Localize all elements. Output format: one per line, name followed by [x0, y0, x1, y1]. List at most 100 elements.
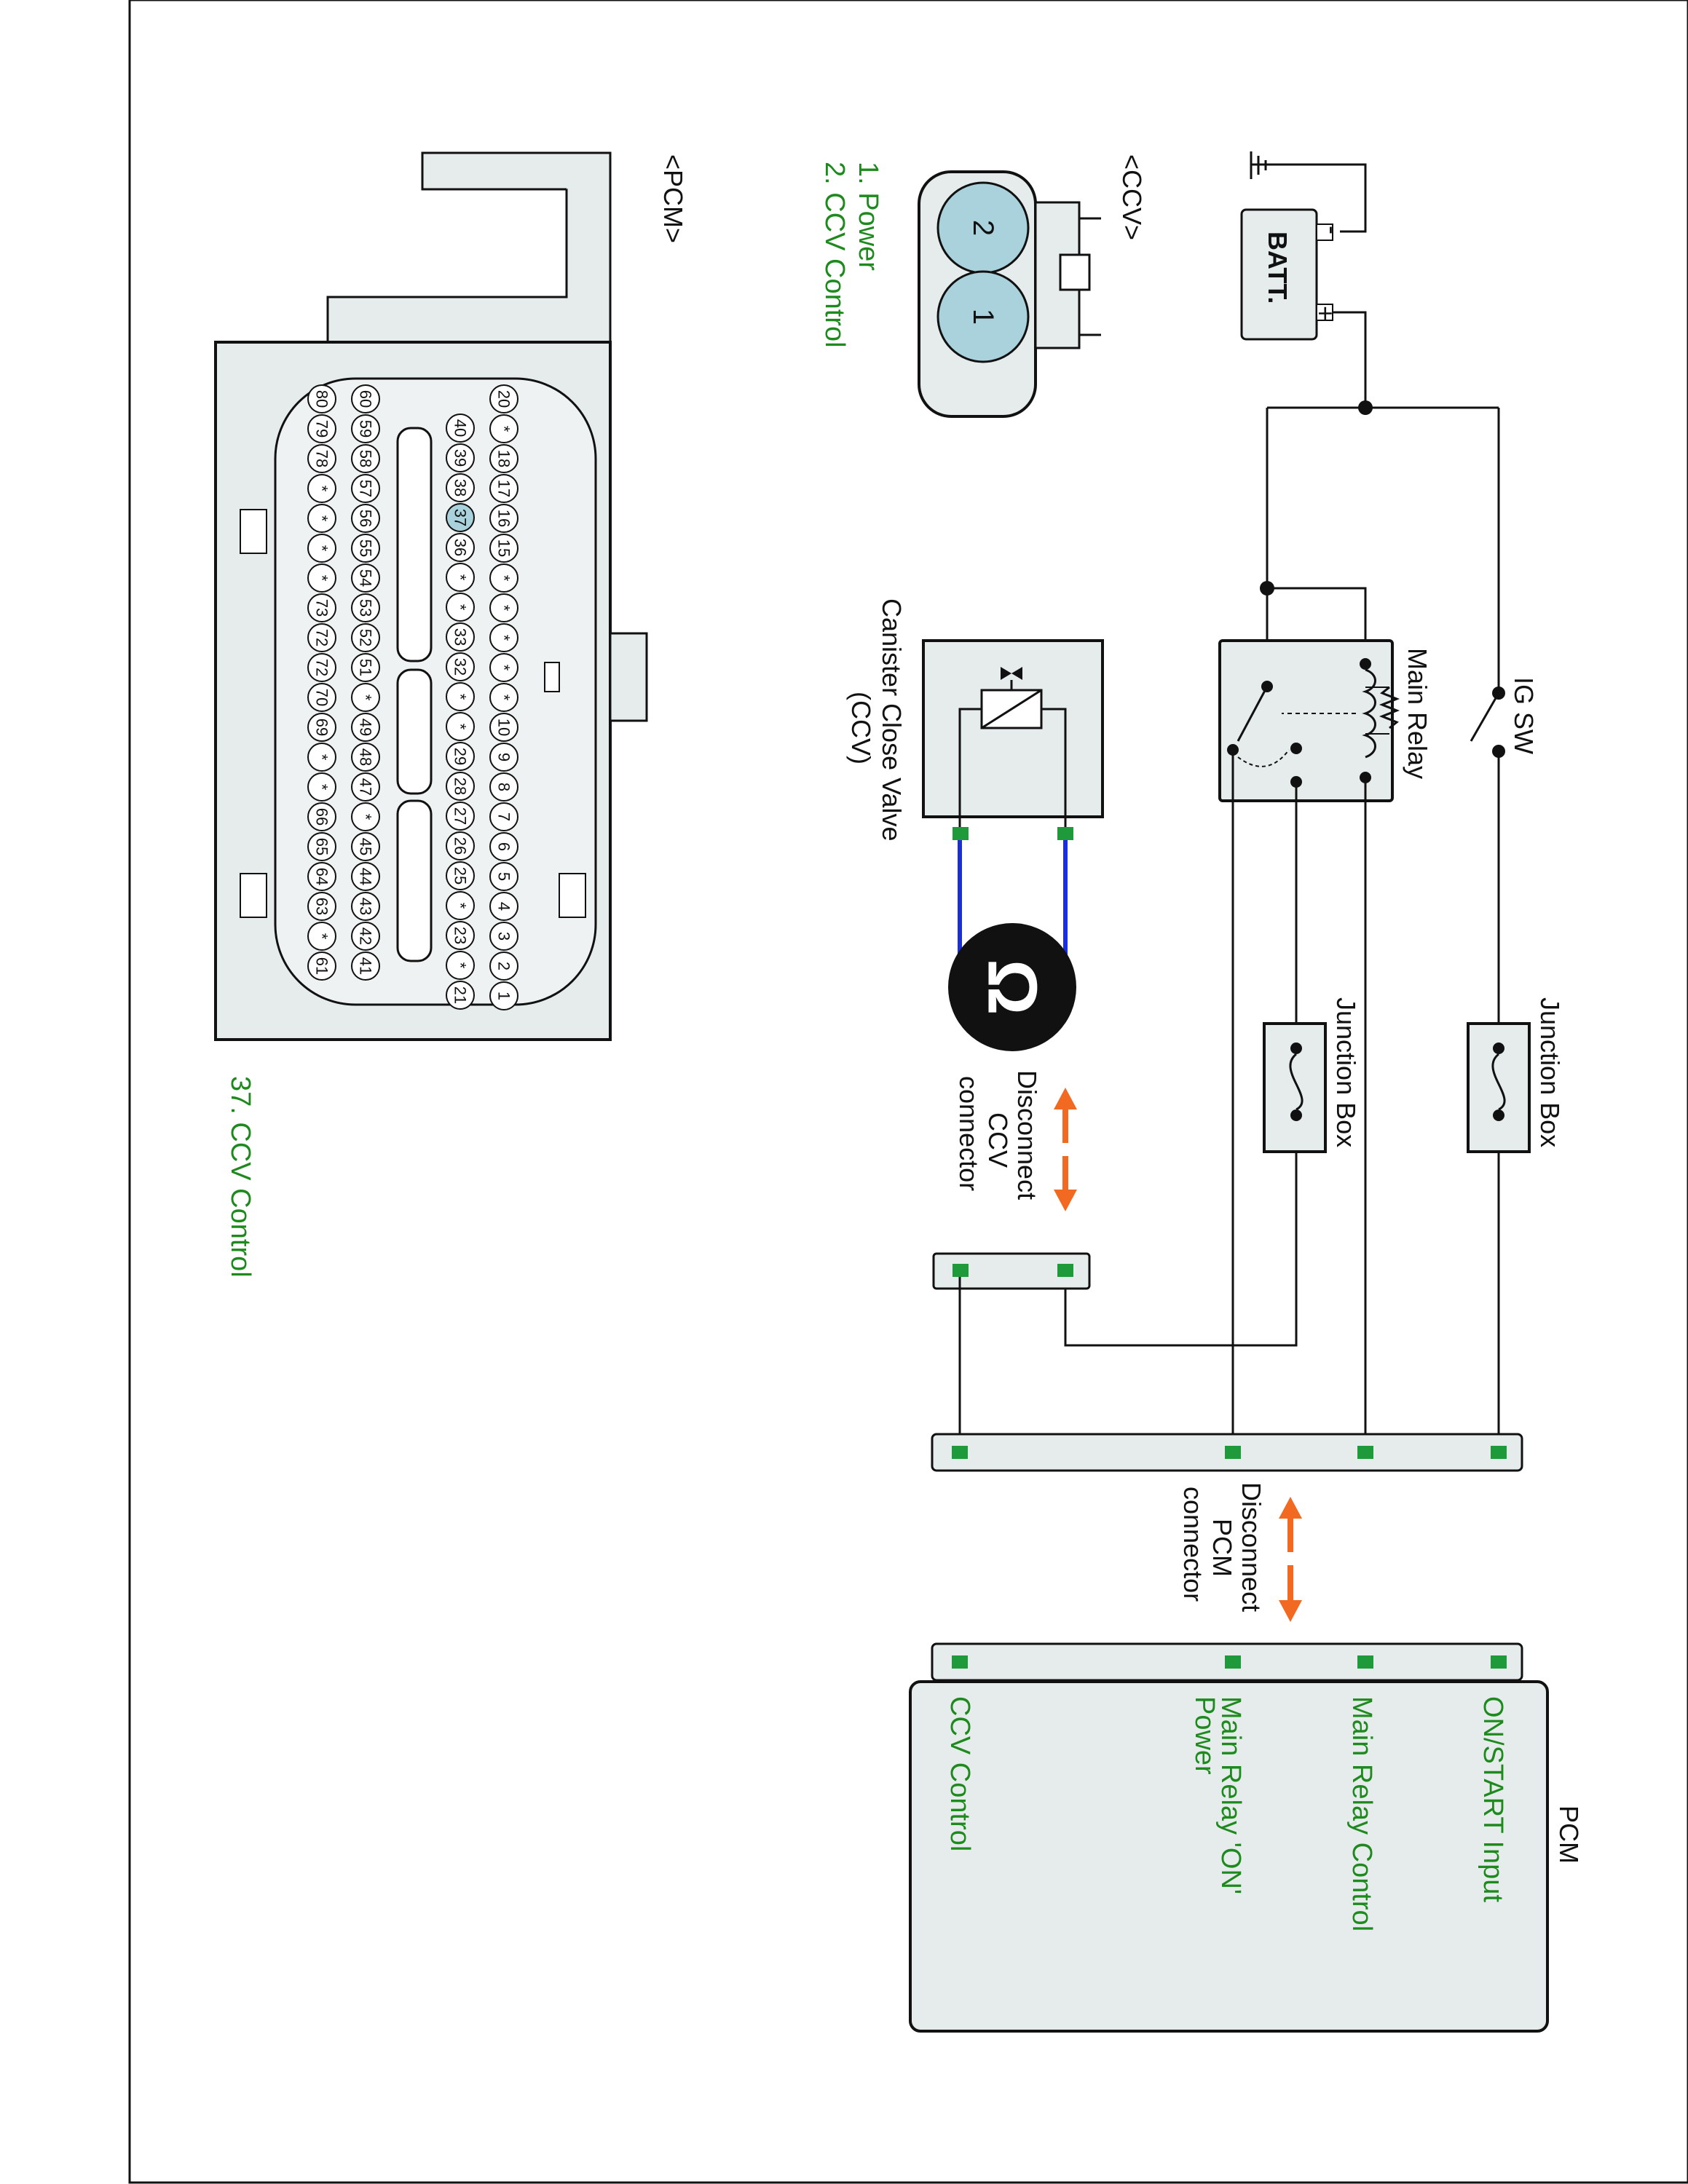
pcm-pin-label: 42 [357, 927, 375, 945]
pcm-pin-circle [489, 862, 518, 891]
pcm-pin-circle [446, 802, 475, 831]
ohmmeter [948, 923, 1076, 1051]
junction-box-2 [1263, 1022, 1327, 1153]
pcm-pin-label: * [313, 575, 331, 582]
ccv-connector-title: <CCV> [1117, 154, 1147, 240]
pcm-pin-circle [446, 831, 475, 860]
disconnect-ccv-arrow [1054, 1088, 1077, 1211]
pcm-pin-label: 51 [357, 659, 375, 676]
pcm-pin-circle [446, 891, 475, 920]
pcm-module-terminal-3 [1225, 1655, 1241, 1669]
pcm-pin-circle [489, 593, 518, 622]
ccv-connector-pin-1-label: 1 [967, 309, 999, 325]
ccv-connector-legend-1: 1. Power [853, 162, 883, 271]
disconnect-ccv-line3: connector [954, 1076, 984, 1191]
pcm-pin-label: 40 [451, 419, 470, 437]
pcm-pin-circle [489, 772, 518, 802]
pcm-pin-circle [351, 504, 380, 533]
relay-feed-wire [1266, 408, 1367, 664]
pcm-pin-circle [351, 862, 380, 891]
pcm-pin-circle [446, 652, 475, 681]
pcm-pin-label: 7 [495, 812, 513, 821]
bus-junction [1358, 400, 1373, 415]
pcm-connector-legend: 37. CCV Control [225, 1076, 256, 1278]
pcm-module-terminal-1 [1491, 1655, 1507, 1669]
junction-box-2-label: Junction Box [1331, 997, 1361, 1147]
ccv-connector-pin-1 [936, 270, 1030, 363]
pcm-pin-label: 18 [495, 450, 513, 467]
pcm-pin-circle [307, 623, 336, 652]
pcm-pin-circle [351, 384, 380, 414]
pcm-pin-circle [446, 712, 475, 741]
pcm-pin-label: * [495, 635, 513, 641]
pcm-pin-circle [351, 653, 380, 682]
pcm-pin-label: 5 [495, 872, 513, 881]
pcm-pin-circle [489, 653, 518, 682]
pcm-pin-circle [489, 623, 518, 652]
pcm-pin-circle [446, 563, 475, 592]
pcm-pin-circle [307, 474, 336, 503]
pcm-pin-label: 10 [495, 719, 513, 736]
disconnect-ccv-line1: Disconnect [1012, 1070, 1042, 1200]
pcm-pin-label: * [451, 724, 470, 730]
pcm-pin-circle [307, 504, 336, 533]
pcm-pin-circle [446, 921, 475, 950]
pcm-pin-circle [351, 683, 380, 712]
pcm-pin-label: * [313, 754, 331, 761]
pcm-pin-label: * [313, 545, 331, 552]
pcm-pin-circle [307, 534, 336, 563]
relay-feed-junction [1260, 581, 1274, 596]
pcm-pin-label: 8 [495, 783, 513, 791]
pcm-connector-title: <PCM> [658, 154, 688, 243]
pcm-pin-circle [446, 622, 475, 652]
pcm-pin-circle [446, 443, 475, 472]
ccv-connector-pin-2-label: 2 [967, 220, 999, 236]
pcm-pin-label: 25 [451, 867, 470, 885]
pcm-pin-label: * [451, 694, 470, 700]
pcm-pin-label: 1 [495, 992, 513, 1000]
pcm-pin-circle [351, 892, 380, 921]
pcm-pin-label: 54 [357, 569, 375, 587]
pcm-pin-label: * [451, 903, 470, 909]
pcm-pin-circle [489, 414, 518, 443]
ohm-symbol: Ω [974, 960, 1052, 1016]
pcm-pin-circle [307, 384, 336, 414]
pcm-pin-label: 56 [357, 510, 375, 527]
pcm-pin-label: 57 [357, 480, 375, 497]
pcm-pin-label: 80 [313, 390, 331, 408]
pcm-pin-label: 65 [313, 838, 331, 855]
pcm-pin-circle [446, 981, 475, 1010]
pcm-pin-circle [446, 682, 475, 711]
pcm-pin-label: * [451, 962, 470, 969]
pcm-pin-circle [351, 623, 380, 652]
ccv-terminal-2 [1057, 827, 1073, 840]
pcm-pin-label: * [313, 933, 331, 940]
pcm-pin-label: 21 [451, 986, 470, 1004]
pcm-pin-circle [351, 802, 380, 831]
ccv-harness-terminal-1 [953, 1264, 969, 1277]
pcm-pin-label: 15 [495, 539, 513, 557]
pcm-pin-circle [446, 473, 475, 502]
pcm-pin-label: 27 [451, 807, 470, 825]
pcm-pin-label: * [313, 486, 331, 492]
pcm-pin-label: 20 [495, 390, 513, 408]
pcm-harness-terminal-2 [1357, 1446, 1373, 1459]
pcm-pin-circle [307, 414, 336, 443]
pcm-pin-label: 4 [495, 902, 513, 911]
ig-switch [1470, 687, 1505, 758]
pcm-pin-circle [307, 862, 336, 891]
pcm-pin-circle [351, 444, 380, 473]
pcm-pin-circle [446, 503, 475, 532]
pcm-pin-label: 64 [313, 868, 331, 885]
main-relay-label: Main Relay [1403, 648, 1432, 779]
pcm-pin-circle [446, 772, 475, 801]
pcm-pin-label: 37 [451, 509, 470, 526]
pcm-pin-circle [489, 713, 518, 742]
pcm-pin-label: 49 [357, 719, 375, 736]
pcm-pin-label: 55 [357, 539, 375, 557]
battery-minus: - [1318, 226, 1348, 234]
pcm-pin-circle [307, 653, 336, 682]
pcm-pin-on-start: ON/START Input [1478, 1696, 1508, 1902]
pcm-pin-label: 79 [313, 420, 331, 438]
battery [1240, 208, 1333, 341]
